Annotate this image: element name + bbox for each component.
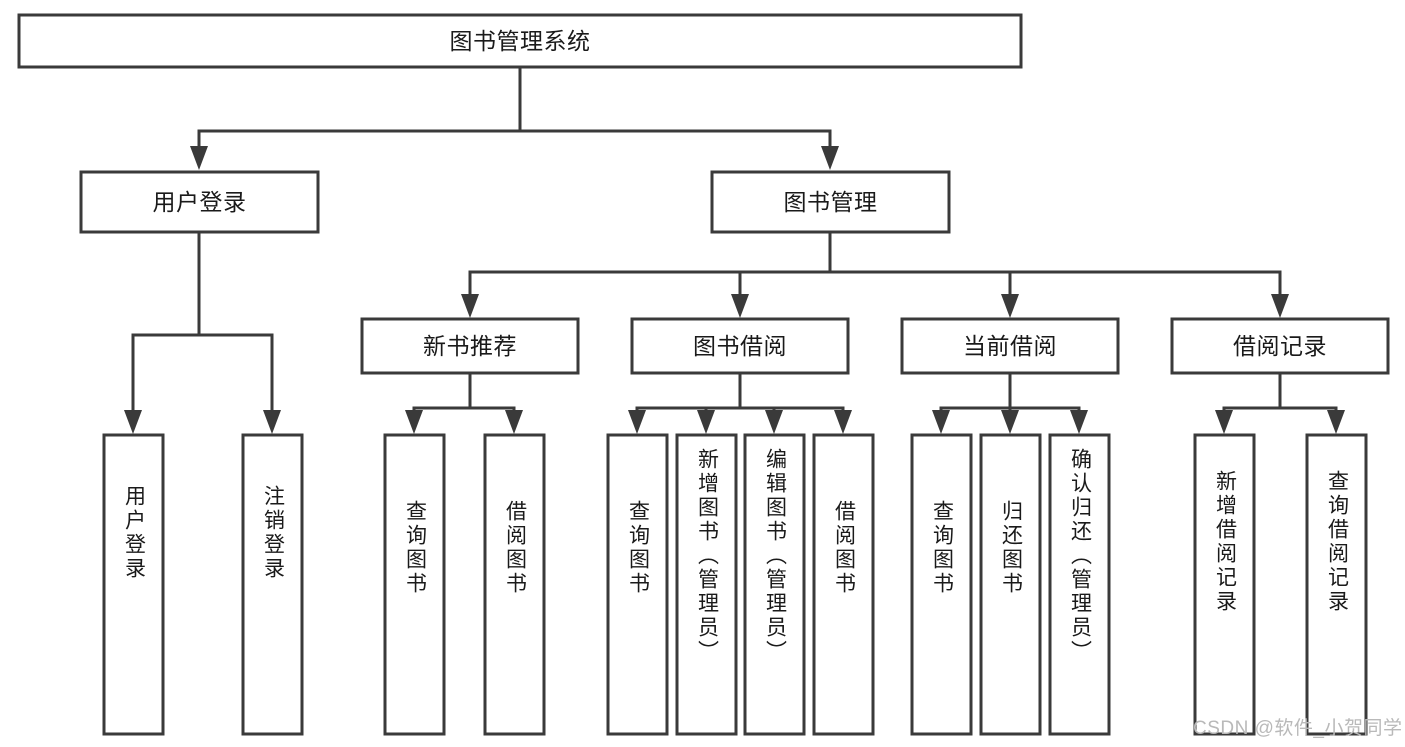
node-box-leaf-user-login-2[interactable] xyxy=(241,433,304,736)
arrow-head-borrow-record xyxy=(1271,294,1289,318)
arrow-head-new-book-leaf-1 xyxy=(405,410,423,434)
arrow-head-user-login xyxy=(190,146,208,170)
node-box-leaf-book-borrow-3[interactable] xyxy=(743,433,806,736)
node-box-leaf-book-borrow-2[interactable] xyxy=(675,433,738,736)
arrow-head-book-borrow-leaf-1 xyxy=(628,410,646,434)
node-box-book-borrow[interactable] xyxy=(630,317,850,375)
node-box-leaf-borrow-record-2[interactable] xyxy=(1305,433,1368,736)
watermark-text: CSDN @软件_小贺同学 xyxy=(1193,718,1403,739)
node-box-user-login[interactable] xyxy=(79,170,320,234)
arrow-head-borrow-record-leaf-2 xyxy=(1327,410,1345,434)
node-box-leaf-book-borrow-4[interactable] xyxy=(812,433,875,736)
node-box-leaf-book-borrow-1[interactable] xyxy=(606,433,669,736)
node-box-leaf-borrow-record-1[interactable] xyxy=(1193,433,1256,736)
arrow-head-new-book xyxy=(461,294,479,318)
node-box-leaf-user-login-1[interactable] xyxy=(102,433,165,736)
arrow-head-book-borrow-leaf-3 xyxy=(765,410,783,434)
arrow-head-book-borrow-leaf-4 xyxy=(834,410,852,434)
arrow-head-current-borrow xyxy=(1001,294,1019,318)
node-box-leaf-new-book-1[interactable] xyxy=(383,433,446,736)
node-box-book-management[interactable] xyxy=(710,170,951,234)
arrow-head-current-borrow-leaf-3 xyxy=(1070,410,1088,434)
node-box-borrow-record[interactable] xyxy=(1170,317,1390,375)
node-box-root[interactable] xyxy=(17,13,1023,69)
arrow-head-book-borrow-leaf-2 xyxy=(697,410,715,434)
arrow-head-current-borrow-leaf-2 xyxy=(1001,410,1019,434)
arrow-head-current-borrow-leaf-1 xyxy=(932,410,950,434)
arrow-head-book-borrow xyxy=(731,294,749,318)
node-box-leaf-current-borrow-1[interactable] xyxy=(910,433,973,736)
arrow-head-new-book-leaf-2 xyxy=(505,410,523,434)
node-box-leaf-current-borrow-2[interactable] xyxy=(979,433,1042,736)
node-box-new-book-recommend[interactable] xyxy=(360,317,580,375)
node-box-leaf-new-book-2[interactable] xyxy=(483,433,546,736)
node-box-current-borrow[interactable] xyxy=(900,317,1120,375)
arrow-head-user-login-leaf-1 xyxy=(124,410,142,434)
arrow-head-user-login-leaf-2 xyxy=(263,410,281,434)
arrow-head-borrow-record-leaf-1 xyxy=(1215,410,1233,434)
node-box-leaf-current-borrow-3[interactable] xyxy=(1048,433,1111,736)
arrow-head-book-mgmt xyxy=(821,146,839,170)
